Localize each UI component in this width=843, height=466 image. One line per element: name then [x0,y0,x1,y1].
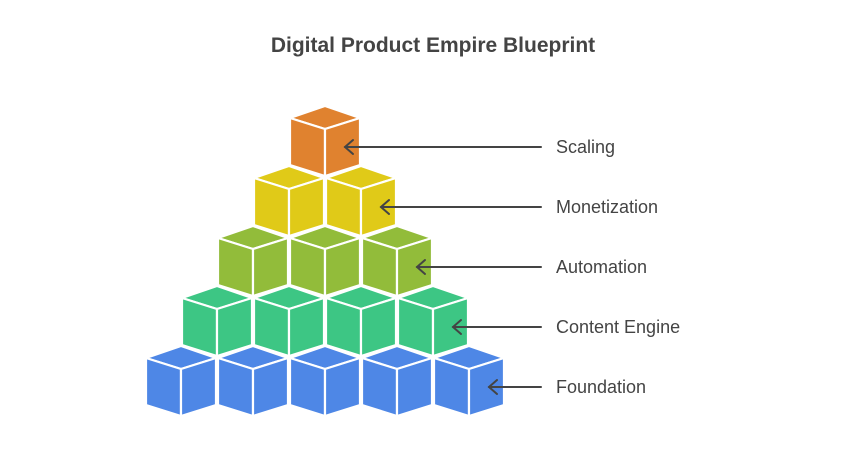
cube [216,344,290,418]
arrow-icon [415,259,542,275]
level-label: Automation [556,257,648,277]
arrow-icon [379,199,542,215]
cube [432,344,506,418]
arrow-icon [343,139,542,155]
cube [252,164,326,238]
cube [180,284,254,358]
level-label: Content Engine [556,317,681,337]
level-label: Monetization [556,197,659,217]
cube [324,284,398,358]
level-foundation [144,344,506,418]
level-monetization [252,164,398,238]
level-automation [216,224,434,298]
cube [288,344,362,418]
level-scaling [288,104,362,178]
cube [288,224,362,298]
cube [252,284,326,358]
cube [360,344,434,418]
cube [324,164,398,238]
level-content-engine [180,284,470,358]
cube [144,344,218,418]
arrow-icon [487,379,542,395]
cube [360,224,434,298]
cube [396,284,470,358]
cube [288,104,362,178]
level-label: Scaling [556,137,616,157]
cube [216,224,290,298]
level-label: Foundation [556,377,647,397]
diagram-title: Digital Product Empire Blueprint [270,34,596,57]
arrow-icon [451,319,542,335]
